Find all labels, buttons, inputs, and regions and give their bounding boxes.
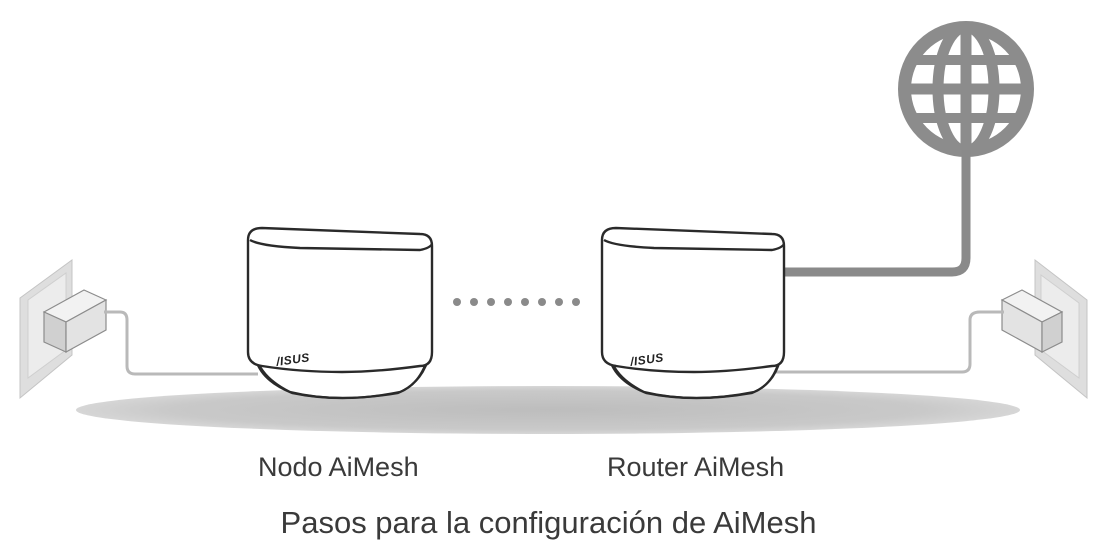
right-power-cable xyxy=(760,310,1004,374)
aimesh-router-device: /ISUS xyxy=(600,226,786,400)
floor-shadow xyxy=(76,386,1020,434)
left-power-cable xyxy=(104,310,258,376)
diagram-caption: Pasos para la configuración de AiMesh xyxy=(280,505,817,540)
left-power-adapter-icon xyxy=(42,289,108,354)
ethernet-cable xyxy=(778,150,971,277)
router-label: Router AiMesh xyxy=(607,452,785,482)
node-label: Nodo AiMesh xyxy=(258,452,419,482)
node-brand-logo: /ISUS xyxy=(274,350,310,369)
router-brand-logo: /ISUS xyxy=(628,350,664,369)
globe-icon xyxy=(898,21,1034,157)
right-power-adapter-icon xyxy=(1000,289,1064,354)
wireless-link-dots xyxy=(453,298,580,306)
aimesh-node-device: /ISUS xyxy=(246,226,434,400)
